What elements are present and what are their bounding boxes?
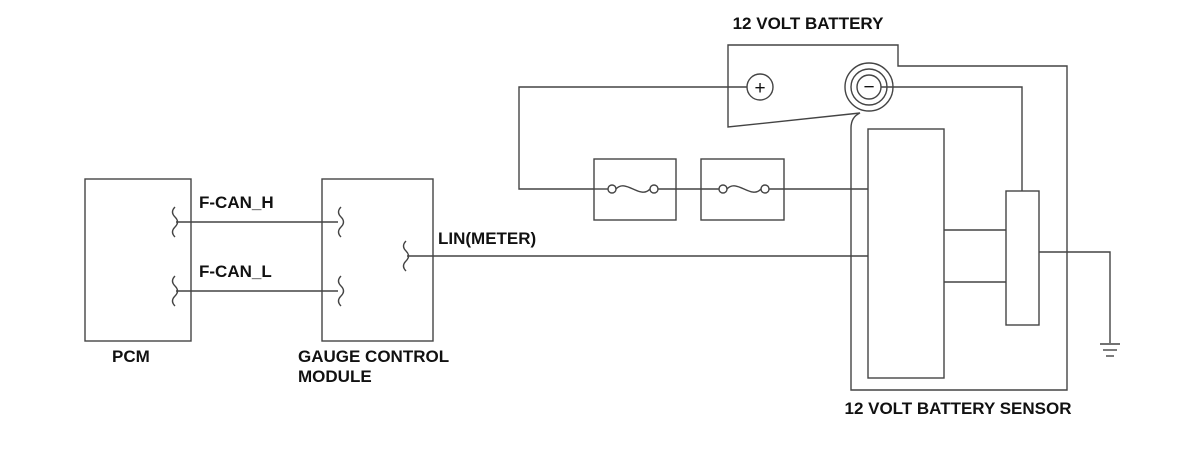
can-h-label: F-CAN_H bbox=[199, 193, 274, 212]
fuse-1-terminal-right bbox=[649, 184, 659, 194]
pcm-can-l-connector bbox=[171, 275, 179, 307]
can-l-label: F-CAN_L bbox=[199, 262, 272, 281]
battery-negative-wire bbox=[881, 86, 1023, 191]
fuse-2-element bbox=[726, 185, 762, 193]
battery-title: 12 VOLT BATTERY bbox=[733, 14, 884, 33]
gcm-label-line2: MODULE bbox=[298, 367, 372, 386]
gauge-control-module-box bbox=[321, 178, 434, 342]
fuse-2-terminal-left bbox=[718, 184, 728, 194]
battery-positive-wire bbox=[518, 86, 747, 190]
fuse-2-terminal-right bbox=[760, 184, 770, 194]
fuse-1-terminal-left bbox=[607, 184, 617, 194]
battery-outline bbox=[727, 44, 1068, 391]
sensor-label: 12 VOLT BATTERY SENSOR bbox=[844, 399, 1071, 418]
lin-label: LIN(METER) bbox=[438, 229, 536, 248]
fuse-1-element bbox=[615, 185, 651, 193]
sensor-shunt-box bbox=[1005, 190, 1040, 326]
pcm-label: PCM bbox=[112, 347, 150, 366]
gcm-can-l-connector bbox=[337, 275, 345, 307]
positive-terminal-sign: + bbox=[754, 78, 765, 99]
sensor-module-box bbox=[867, 128, 945, 379]
gcm-label-line1: GAUGE CONTROL bbox=[298, 347, 449, 366]
pcm-can-h-connector bbox=[171, 206, 179, 238]
negative-terminal-sign: − bbox=[863, 77, 874, 98]
ground-wire bbox=[1039, 251, 1111, 343]
gcm-can-h-connector bbox=[337, 206, 345, 238]
pcm-box bbox=[84, 178, 192, 342]
